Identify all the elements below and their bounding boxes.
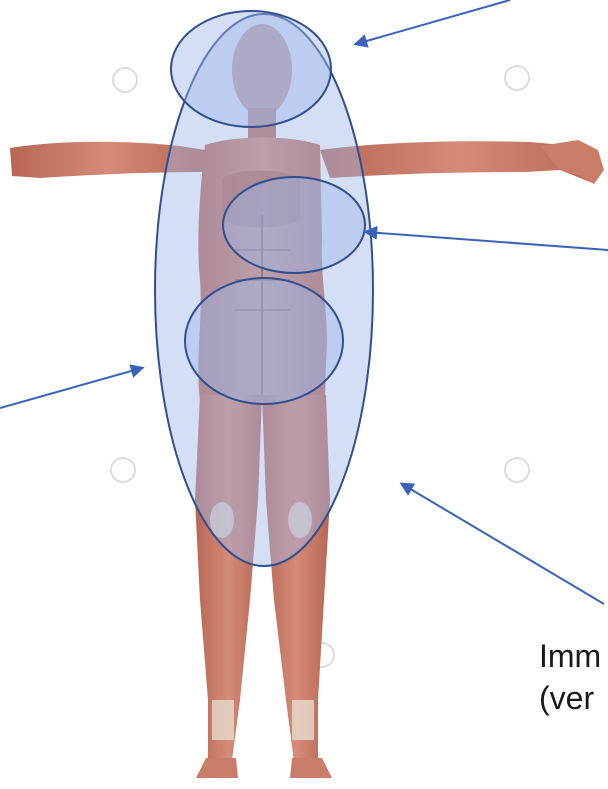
- chest-region: [223, 177, 365, 273]
- region-overlays: [155, 11, 373, 566]
- arrow-to-chest: [366, 232, 608, 250]
- annotation-label-line2: (ver: [539, 682, 594, 714]
- right-foot: [290, 758, 332, 778]
- head-region: [171, 11, 331, 127]
- left-foot: [196, 758, 238, 778]
- arrow-to-body-left: [0, 368, 142, 408]
- arrow-to-head: [356, 0, 510, 44]
- watermark-swirl: [505, 458, 529, 482]
- watermark-swirl: [113, 68, 137, 92]
- abdomen-region: [185, 278, 343, 404]
- watermark-swirl: [505, 66, 529, 90]
- annotation-label-line1: Imm: [539, 640, 601, 672]
- watermark-swirl: [111, 458, 135, 482]
- arrow-to-body-lower: [402, 484, 604, 604]
